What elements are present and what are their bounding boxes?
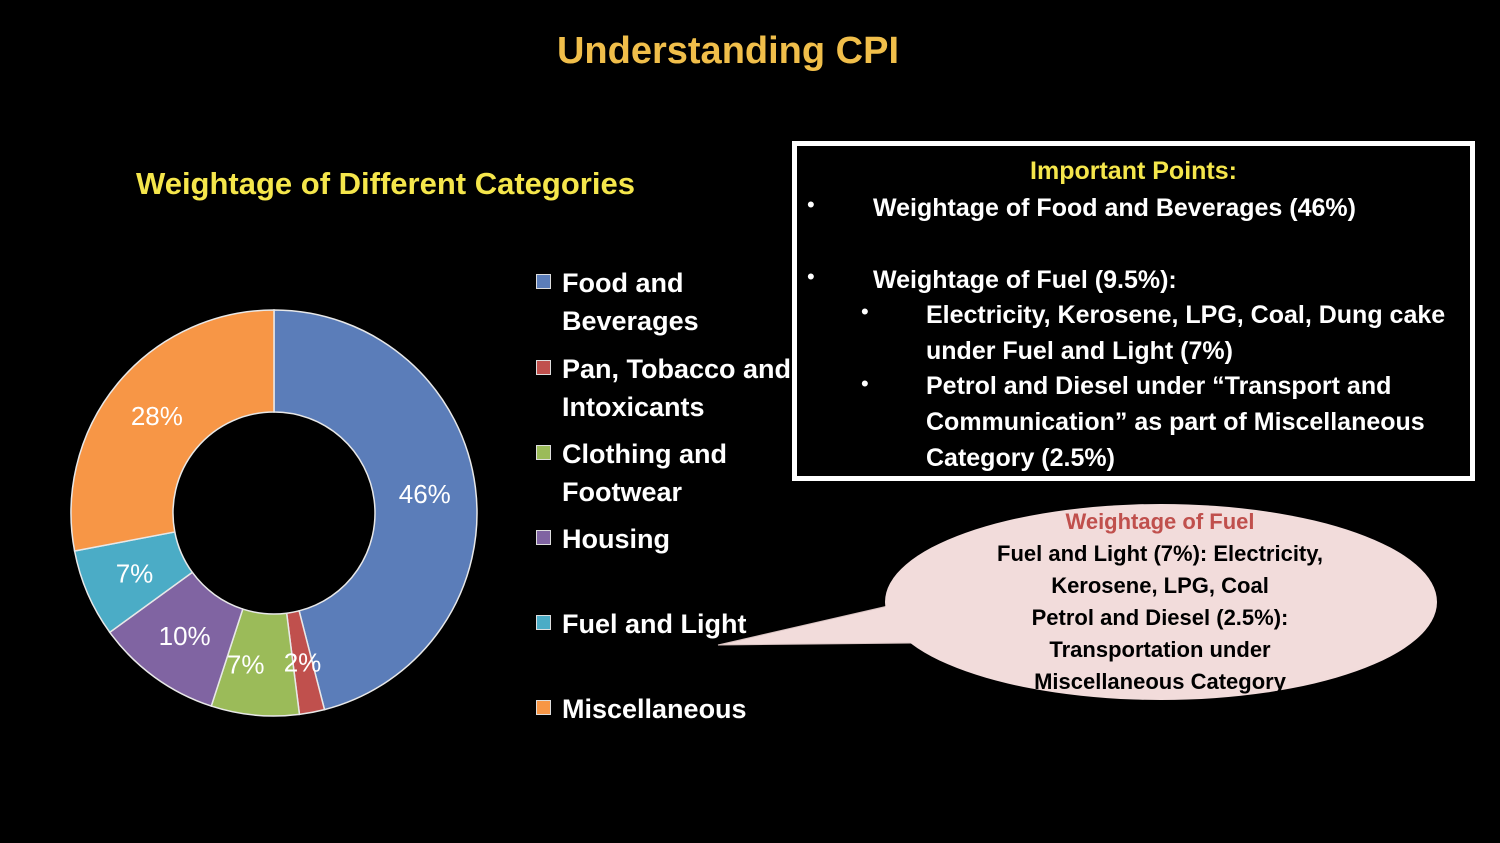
data-label-housing: 10% <box>159 621 211 651</box>
legend-label: Food and Beverages <box>562 268 699 336</box>
point-fuel-weightage: Weightage of Fuel (9.5%): <box>873 266 1177 294</box>
callout-ellipse <box>885 504 1437 700</box>
data-label-food-and-beverages: 46% <box>399 479 451 509</box>
callout-title: Weightage of Fuel <box>1065 509 1255 534</box>
legend-label: Clothing and Footwear <box>562 439 727 507</box>
callout-line: Petrol and Diesel (2.5%): <box>1031 605 1289 630</box>
bullet: • <box>807 192 815 217</box>
slide-title: Understanding CPI <box>556 30 900 72</box>
legend-swatch <box>536 615 551 630</box>
data-label-fuel-and-light: 7% <box>116 558 154 588</box>
legend-swatch <box>536 700 551 715</box>
sub-point-petrol-diesel-l2: Communication” as part of Miscellaneous <box>926 408 1425 436</box>
callout-line: Transportation under <box>1049 637 1271 662</box>
sub-bullet: • <box>861 371 869 396</box>
donut-slice-food-and-beverages <box>273 309 478 711</box>
callout-line: Kerosene, LPG, Coal <box>1051 573 1269 598</box>
chart-title: Weightage of Different Categories <box>136 166 635 201</box>
important-points-heading: Important Points: <box>1030 157 1237 185</box>
legend-label: Fuel and Light <box>562 609 747 639</box>
donut-slice-miscellaneous <box>70 309 275 552</box>
legend-swatch <box>536 445 551 460</box>
legend-swatch <box>536 360 551 375</box>
callout-text: Weightage of Fuel Fuel and Light (7%): E… <box>960 506 1360 698</box>
point-food-weightage: Weightage of Food and Beverages (46%) <box>873 194 1356 222</box>
important-points-box: Important Points: • Weightage of Food an… <box>792 141 1475 481</box>
legend-label: Miscellaneous <box>562 694 747 724</box>
sub-point-fuel-light-l2: under Fuel and Light (7%) <box>926 337 1233 365</box>
bullet: • <box>807 264 815 289</box>
callout-pointer <box>717 605 913 646</box>
donut-chart: 46% 2% 7% 10% 7% 28% <box>70 309 478 717</box>
sub-point-fuel-light-l1: Electricity, Kerosene, LPG, Coal, Dung c… <box>926 301 1446 329</box>
sub-bullet: • <box>861 299 869 324</box>
data-label-miscellaneous: 28% <box>131 401 183 431</box>
callout-line: Miscellaneous Category <box>1034 669 1286 694</box>
callout-bubble <box>717 504 1437 700</box>
legend-label: Pan, Tobacco and Intoxicants <box>562 354 792 422</box>
legend-swatch <box>536 530 551 545</box>
data-label-clothing-and-footwear: 7% <box>227 649 265 679</box>
sub-point-petrol-diesel-l3: Category (2.5%) <box>926 444 1115 472</box>
callout-line: Fuel and Light (7%): Electricity, <box>997 541 1323 566</box>
legend-label: Housing <box>562 524 670 554</box>
sub-point-petrol-diesel-l1: Petrol and Diesel under “Transport and <box>926 372 1392 400</box>
data-label-pan-tobacco-and-intoxicants: 2% <box>284 647 322 677</box>
legend-swatch <box>536 274 551 289</box>
